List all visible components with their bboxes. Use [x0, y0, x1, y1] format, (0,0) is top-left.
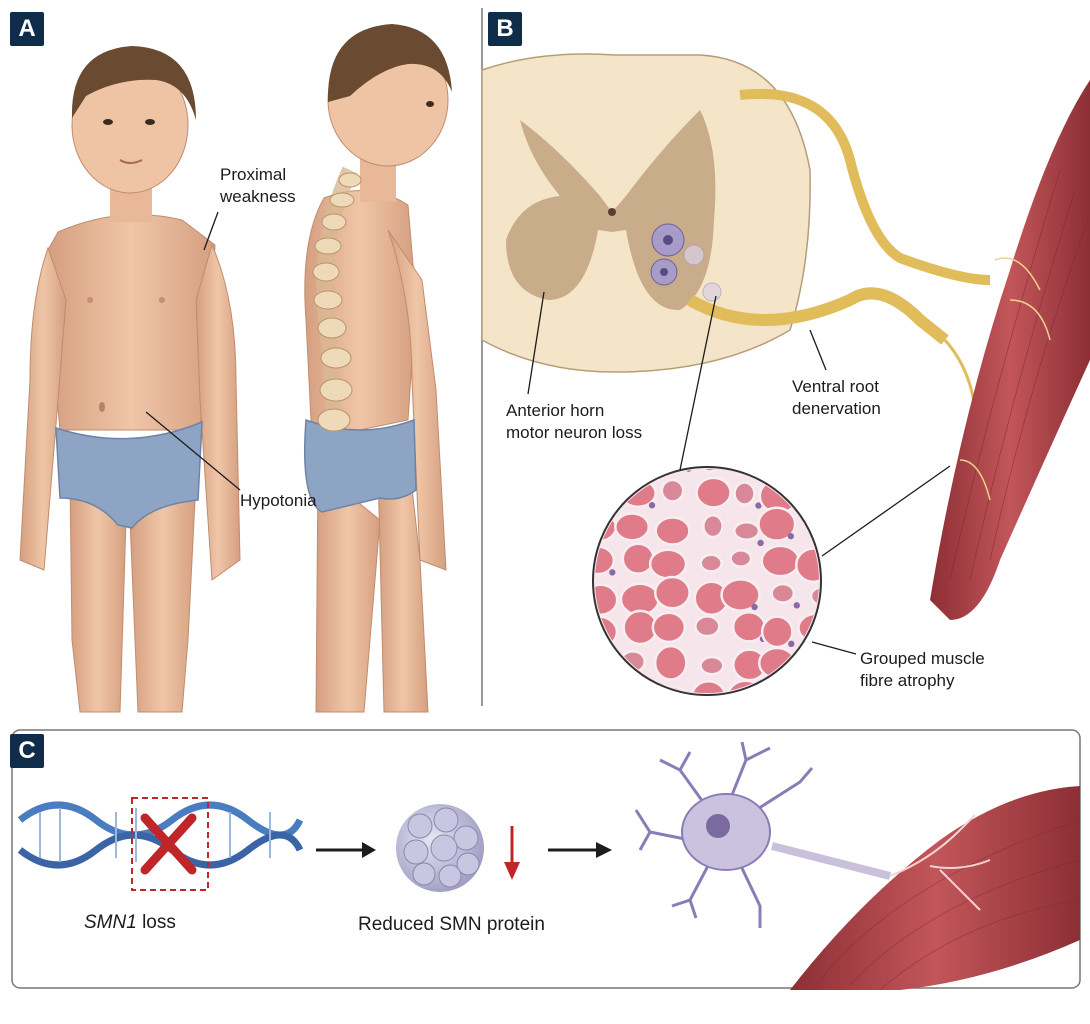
muscle-fibre	[657, 469, 692, 474]
muscle-fibre	[691, 680, 727, 693]
child-front-figure	[19, 46, 241, 713]
muscle-fibre	[653, 644, 688, 681]
fibre-nucleus	[756, 705, 762, 711]
panel-a-tag: A	[10, 12, 44, 46]
histology-circle	[592, 466, 822, 717]
muscle-fibre	[804, 469, 819, 470]
muscle-fibre	[770, 582, 796, 604]
fibre-nucleus	[757, 539, 764, 547]
muscle-fibre	[807, 652, 819, 674]
muscle-fibre	[595, 486, 611, 509]
motor-neurons	[650, 223, 722, 302]
muscle-fibre	[768, 469, 797, 470]
smn1-gene-name: SMN1	[84, 912, 137, 933]
muscle-fibre	[760, 615, 794, 649]
decrease-arrow-icon	[504, 826, 520, 880]
panel-c-tag: C	[10, 734, 44, 768]
spine	[312, 166, 362, 432]
panel-b-tag: B	[488, 12, 522, 46]
muscle-fibre	[595, 685, 624, 693]
fibre-nucleus	[648, 502, 656, 509]
fibre-nucleus	[607, 506, 614, 513]
muscle-fibre	[595, 650, 625, 686]
muscle-fibre	[595, 583, 619, 616]
muscle-fibre	[759, 681, 793, 693]
arrow-2-icon	[548, 842, 612, 858]
fibre-nucleus	[788, 640, 795, 648]
muscle-fibre	[731, 611, 767, 643]
fibre-nucleus	[614, 710, 620, 716]
muscle-fibre	[794, 547, 819, 584]
muscle-fibre	[757, 506, 797, 542]
fibre-nucleus	[793, 602, 800, 609]
muscle-fibre	[720, 578, 761, 612]
muscle-fibre	[699, 553, 723, 573]
muscle-fibre	[629, 687, 653, 693]
muscle-fibre	[702, 514, 724, 539]
panel-b-leaders	[527, 291, 951, 655]
muscle-fibre	[595, 469, 613, 472]
muscle-fibre	[809, 586, 819, 607]
muscle-fibre	[660, 478, 685, 503]
hypotonia-label: Hypotonia	[240, 491, 317, 510]
arrow-1-icon	[316, 842, 376, 858]
muscle-fibre	[729, 549, 753, 568]
muscle-fibre	[699, 469, 721, 473]
muscle-fibre	[726, 679, 765, 693]
fibre-nucleus	[787, 532, 795, 540]
spinal-cord-section	[481, 53, 811, 373]
muscle-fibre	[695, 476, 732, 509]
fibre-nucleus	[793, 469, 800, 474]
muscle-fibre	[619, 650, 647, 674]
muscle-fibre	[803, 479, 819, 511]
fibre-nucleus	[755, 502, 762, 509]
muscle-fibre	[760, 544, 801, 578]
muscle-fibre	[651, 611, 687, 644]
muscle-fibre	[653, 575, 691, 610]
muscle-fibre	[793, 678, 819, 693]
fibre-nucleus	[787, 707, 793, 713]
muscle-fibre	[614, 512, 651, 542]
muscle-fibre	[652, 685, 691, 693]
muscle-fibre	[733, 481, 756, 506]
child-side-figure	[303, 24, 452, 713]
muscle-fibre	[648, 548, 688, 580]
muscle-fibre	[733, 521, 761, 541]
neuron-icon	[634, 741, 891, 928]
muscle-c	[790, 786, 1081, 991]
muscle-fibre	[621, 542, 655, 575]
deletion-box	[131, 797, 209, 891]
smn1-loss-label: SMN1 loss	[84, 912, 176, 933]
muscle-fibre	[758, 646, 797, 680]
muscle-fibre	[694, 615, 721, 638]
reduced-smn-label: Reduced SMN protein	[358, 914, 545, 935]
deletion-cross-icon	[140, 813, 197, 875]
panel-a-leaders	[145, 211, 241, 491]
muscle-fibre	[699, 655, 725, 676]
fibre-nucleus	[609, 569, 616, 576]
muscle-b	[930, 80, 1090, 620]
muscle-fibre	[614, 469, 651, 479]
fibre-nucleus	[751, 603, 758, 611]
protein-icon	[396, 804, 484, 892]
muscle-fibre	[595, 511, 618, 543]
fibre-nucleus	[682, 711, 688, 717]
muscle-fibre	[654, 516, 691, 546]
